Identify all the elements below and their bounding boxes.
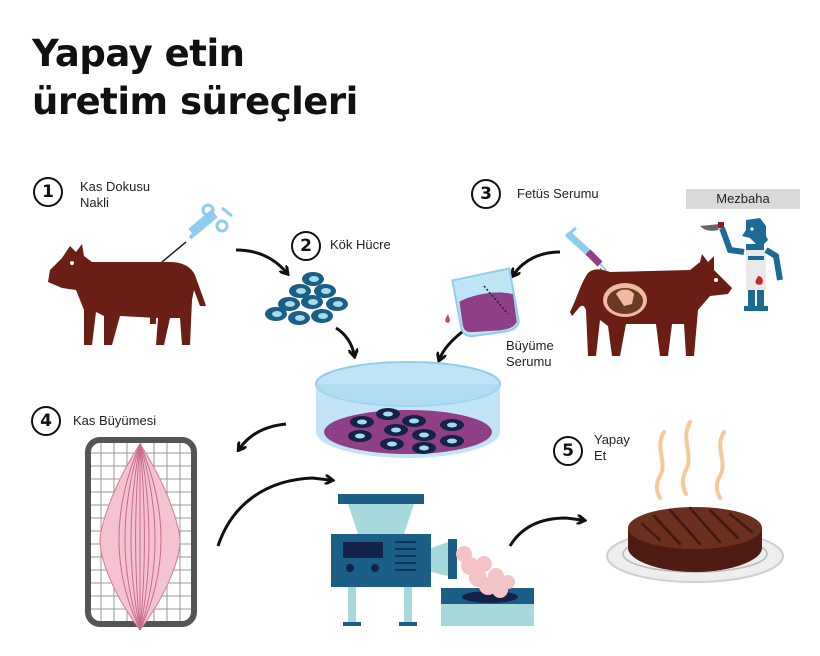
cow-eye <box>714 278 718 282</box>
growth-serum-line-2: Serumu <box>506 354 552 369</box>
growth-serum-label: Büyüme Serumu <box>506 338 554 370</box>
butcher-icon <box>700 218 783 311</box>
cow-icon <box>48 244 206 345</box>
arrow-icon <box>216 478 330 547</box>
step-1-label: Kas Dokusu Nakli <box>80 179 150 211</box>
petri-dish-icon <box>315 361 501 458</box>
step-5-number: 5 <box>553 436 583 466</box>
cow-icon <box>570 254 732 356</box>
syringe-icon <box>161 203 233 263</box>
stem-cells-icon <box>265 272 348 325</box>
steam-icon <box>654 420 726 500</box>
patty-icon <box>606 506 784 583</box>
step-1-label-line-2: Nakli <box>80 195 109 210</box>
meat-grinder-icon <box>331 494 534 626</box>
muscle-scaffold-icon <box>85 437 197 631</box>
step-4-number: 4 <box>31 406 61 436</box>
arrow-icon <box>440 330 463 358</box>
step-3-label: Fetüs Serumu <box>517 186 599 201</box>
arrow-icon <box>514 250 561 274</box>
step-2-number: 2 <box>291 231 321 261</box>
growth-serum-line-1: Büyüme <box>506 338 554 353</box>
arrow-icon <box>508 518 582 547</box>
arrow-icon <box>335 326 354 354</box>
slaughterhouse-label: Mezbaha <box>686 189 800 209</box>
arrow-icon <box>235 248 286 272</box>
step-2-label: Kök Hücre <box>330 237 391 252</box>
step-5-label: Yapay Et <box>594 432 630 464</box>
fetus-icon <box>603 283 647 317</box>
step-1-number: 1 <box>33 177 63 207</box>
title-line-1: Yapay etin <box>32 32 245 75</box>
arrow-icon <box>240 422 287 448</box>
step-1-label-line-1: Kas Dokusu <box>80 179 151 194</box>
page-title: Yapay etin üretim süreçleri <box>32 30 358 126</box>
step-3-number: 3 <box>471 179 501 209</box>
step-4-label: Kas Büyümesi <box>73 413 157 428</box>
cow-eye <box>70 261 74 265</box>
title-line-2: üretim süreçleri <box>32 80 358 123</box>
beaker-icon <box>445 267 520 338</box>
step-5-label-line-1: Yapay <box>594 432 630 447</box>
step-5-label-line-2: Et <box>594 448 607 463</box>
